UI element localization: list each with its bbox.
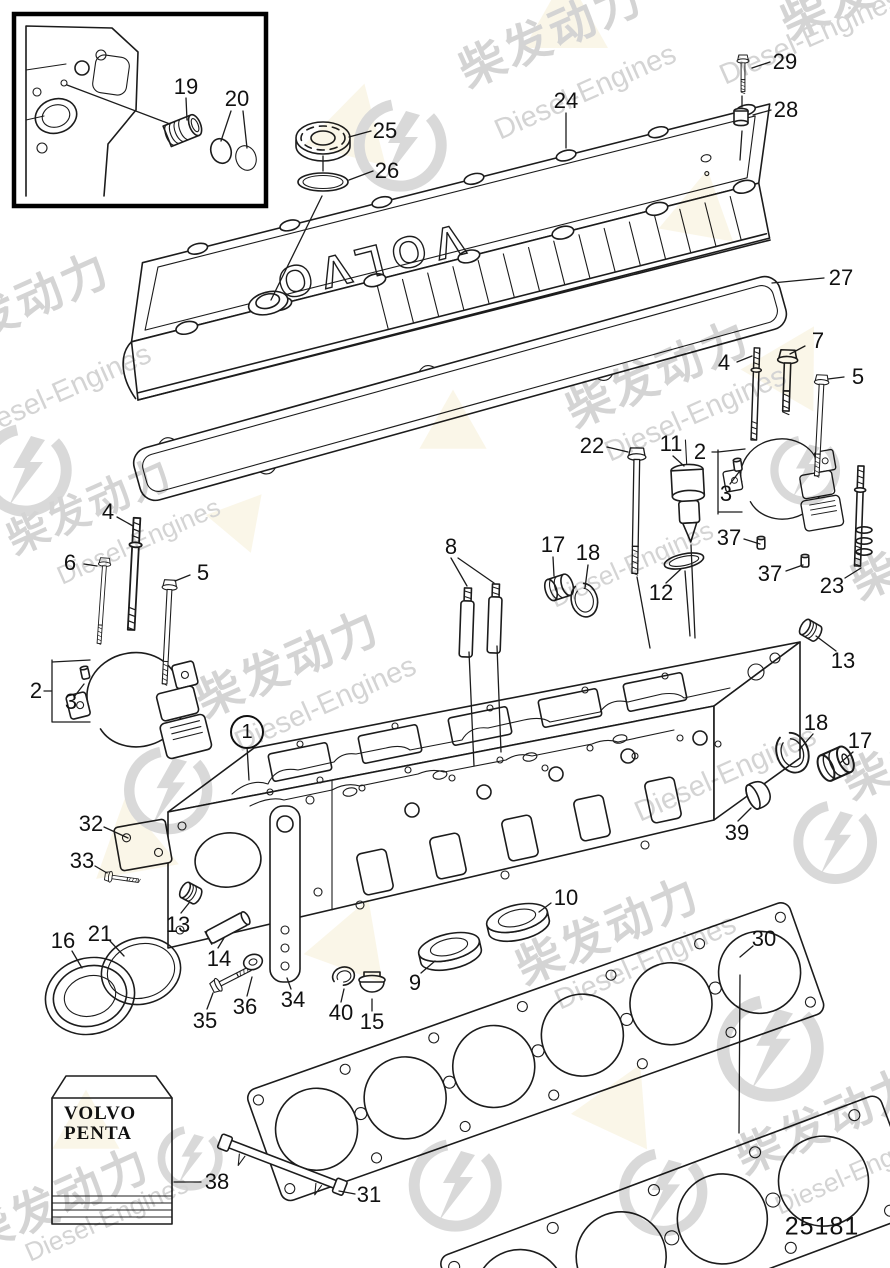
callout-36: 36	[232, 994, 258, 1019]
callout-3-left: 3	[64, 689, 78, 714]
callout-8: 8	[444, 534, 458, 559]
callout-16: 16	[50, 928, 76, 953]
callout-21: 21	[87, 921, 113, 946]
callout-2-left: 2	[29, 678, 43, 703]
callout-17-center: 17	[540, 532, 566, 557]
callout-29: 29	[773, 51, 797, 73]
callout-19: 19	[173, 74, 199, 99]
sleeve-14	[204, 910, 251, 945]
callout-40: 40	[328, 1000, 354, 1025]
callout-2-right: 2	[693, 439, 707, 464]
callout-5-left: 5	[196, 560, 210, 585]
callout-37-lower: 37	[757, 561, 783, 586]
callout-12: 12	[648, 580, 674, 605]
callout-27: 27	[828, 265, 854, 290]
callout-13-mid: 13	[165, 912, 191, 937]
callout-4-left: 4	[102, 501, 114, 523]
seal-ring-9	[417, 931, 483, 972]
washer-36	[242, 953, 264, 971]
callout-14: 14	[206, 946, 232, 971]
callout-24: 24	[554, 90, 578, 112]
callout-34: 34	[280, 987, 306, 1012]
cap-o-ring	[297, 172, 349, 192]
lifting-eye	[269, 805, 301, 983]
callout-22: 22	[579, 433, 605, 458]
callout-39: 39	[724, 820, 750, 845]
seal-ring-21	[100, 936, 182, 1006]
callout-26: 26	[374, 158, 400, 183]
callout-7: 7	[811, 328, 825, 353]
washers-20	[209, 137, 257, 171]
callout-37-upper: 37	[716, 525, 742, 550]
callout-25: 25	[372, 118, 398, 143]
callout-11: 11	[659, 431, 683, 456]
callout-31: 31	[356, 1182, 382, 1207]
callout-18-center: 18	[575, 540, 601, 565]
callout-13-right: 13	[830, 648, 856, 673]
callout-3-right: 3	[719, 481, 733, 506]
callout-18-right: 18	[803, 710, 829, 735]
inset-detail	[11, 11, 269, 209]
callout-20: 20	[224, 86, 250, 111]
callout-30: 30	[751, 926, 777, 951]
callout-28: 28	[773, 97, 799, 122]
callout-6: 6	[64, 552, 76, 574]
callout-32: 32	[78, 811, 104, 836]
callout-4-right: 4	[718, 352, 730, 374]
callout-35: 35	[192, 1008, 218, 1033]
callout-33: 33	[69, 848, 95, 873]
callout-5-right: 5	[851, 364, 865, 389]
seal-16	[44, 956, 136, 1036]
drawing-number: 25181	[784, 1212, 860, 1241]
callout-17-right: 17	[847, 728, 873, 753]
callout-38: 38	[204, 1169, 230, 1194]
callout-9: 9	[408, 970, 422, 995]
callout-15: 15	[359, 1009, 385, 1034]
callout-23: 23	[819, 573, 845, 598]
callout-1: 1	[230, 715, 264, 749]
callout-10: 10	[553, 885, 579, 910]
spacer-28	[733, 107, 749, 127]
plug-19	[162, 113, 203, 148]
